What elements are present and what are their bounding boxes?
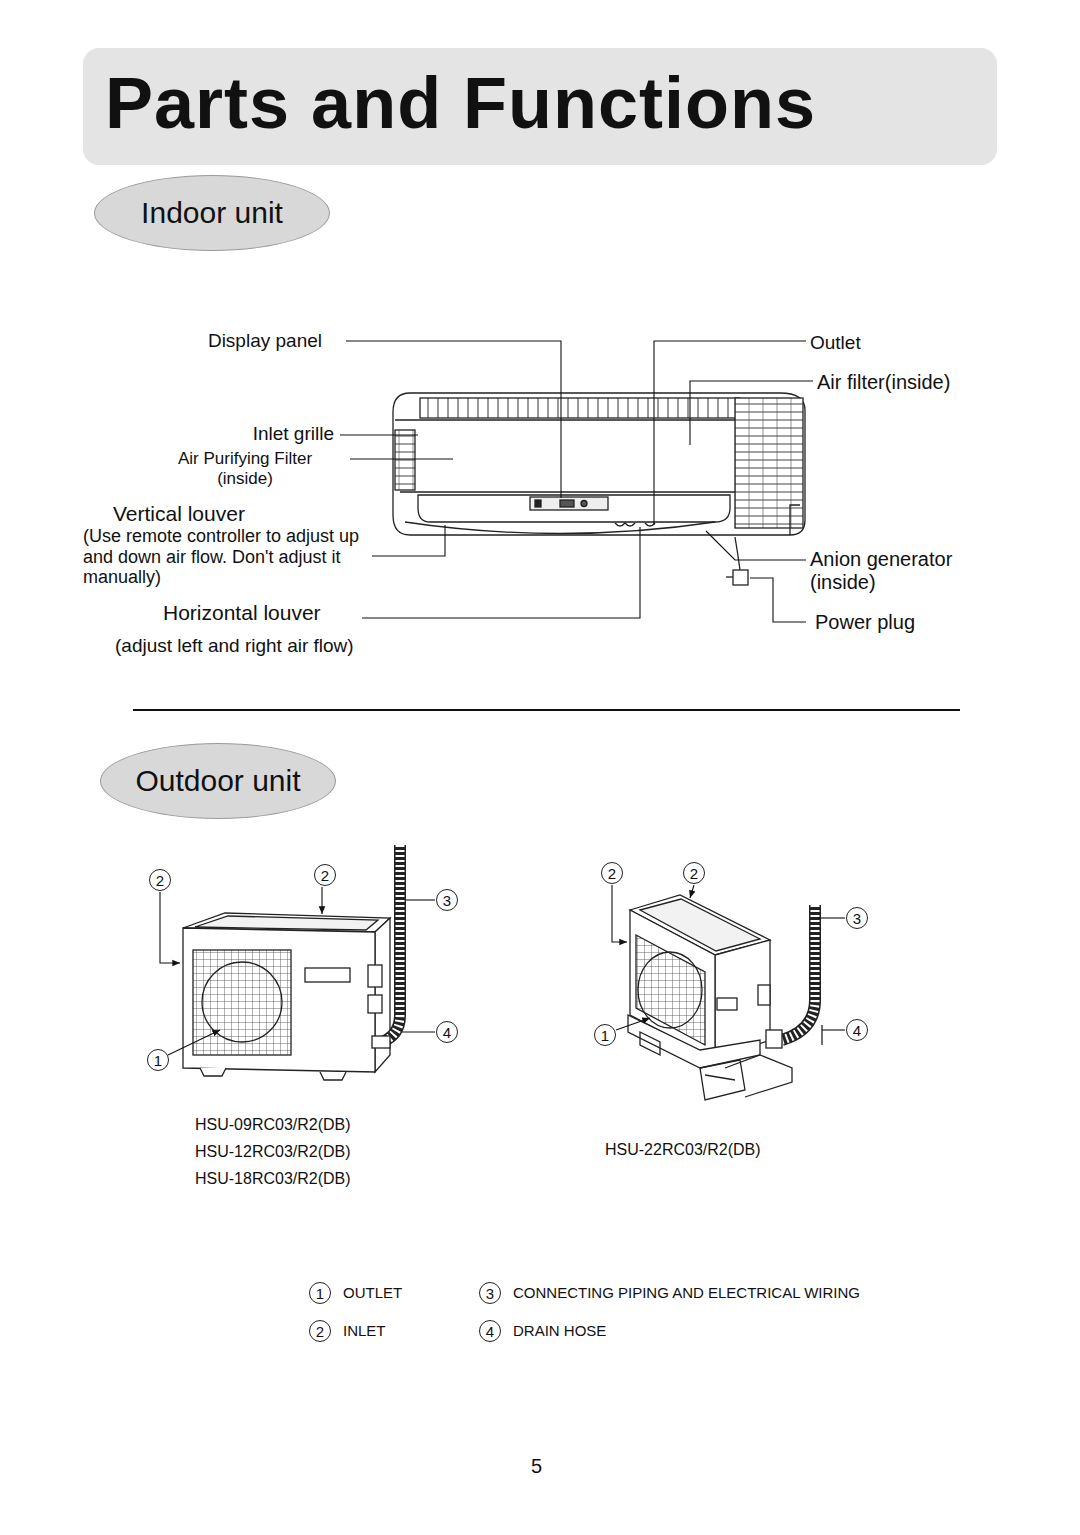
legend-text: INLET (343, 1322, 386, 1339)
part-label: Vertical louver (113, 502, 245, 526)
section-oval: Outdoor unit (100, 743, 336, 819)
model-name: HSU-12RC03/R2(DB) (195, 1143, 351, 1161)
legend-text: CONNECTING PIPING AND ELECTRICAL WIRING (513, 1284, 860, 1301)
callout-number: 2 (309, 1320, 331, 1342)
node-text: 3 (853, 910, 861, 927)
part-label: Display panel (208, 330, 322, 352)
title-banner (83, 48, 997, 165)
legend-text: DRAIN HOSE (513, 1322, 606, 1339)
callout-number: 2 (683, 862, 705, 884)
callout-number: 2 (601, 862, 623, 884)
node-text: 4 (486, 1323, 494, 1340)
outdoor-unit-large (628, 895, 822, 1100)
node-text: 2 (156, 872, 164, 889)
node-text: 4 (443, 1024, 451, 1041)
note: (Use remote controller to adjust up and … (83, 526, 383, 588)
part-label: Air Purifying Filter (inside) (160, 449, 330, 488)
node-text: 1 (316, 1285, 324, 1302)
section-oval: Indoor unit (94, 175, 330, 251)
node-text: Indoor unit (141, 196, 283, 230)
callout-number: 4 (846, 1019, 868, 1041)
callout-number: 1 (594, 1024, 616, 1046)
callout-number: 4 (436, 1021, 458, 1043)
part-label: Power plug (815, 611, 915, 634)
indoor-unit (393, 393, 805, 585)
callout-leaders (160, 885, 845, 1055)
node-text: 3 (486, 1285, 494, 1302)
node-text: 2 (690, 865, 698, 882)
callout-number: 4 (479, 1320, 501, 1342)
node-text: 2 (321, 867, 329, 884)
node-text: 2 (608, 865, 616, 882)
separator (133, 709, 960, 711)
legend-text: OUTLET (343, 1284, 402, 1301)
callout-number: 1 (147, 1049, 169, 1071)
page-title: Parts and Functions (105, 62, 816, 145)
callout-number: 2 (314, 864, 336, 886)
part-label: Anion generator (inside) (810, 548, 985, 594)
node-text: 2 (316, 1323, 324, 1340)
callout-number: 3 (436, 889, 458, 911)
callout-number: 3 (846, 907, 868, 929)
callout-number: 2 (149, 869, 171, 891)
node-text: 4 (853, 1022, 861, 1039)
model-name: HSU-09RC03/R2(DB) (195, 1116, 351, 1134)
part-label: Air filter(inside) (817, 371, 950, 394)
page-number: 5 (531, 1455, 542, 1478)
part-label: Inlet grille (253, 423, 334, 445)
callout-number: 3 (479, 1282, 501, 1304)
node-text: 1 (601, 1027, 609, 1044)
node-text: Outdoor unit (135, 764, 300, 798)
part-label: Outlet (810, 332, 861, 354)
outdoor-unit-small (183, 845, 400, 1080)
model-name: HSU-22RC03/R2(DB) (605, 1141, 761, 1159)
callout-number: 1 (309, 1282, 331, 1304)
model-name: HSU-18RC03/R2(DB) (195, 1170, 351, 1188)
part-label: Horizontal louver (163, 601, 321, 625)
note: (adjust left and right air flow) (115, 635, 354, 657)
node-text: 3 (443, 892, 451, 909)
node-text: 1 (154, 1052, 162, 1069)
leader-lines (340, 341, 813, 622)
